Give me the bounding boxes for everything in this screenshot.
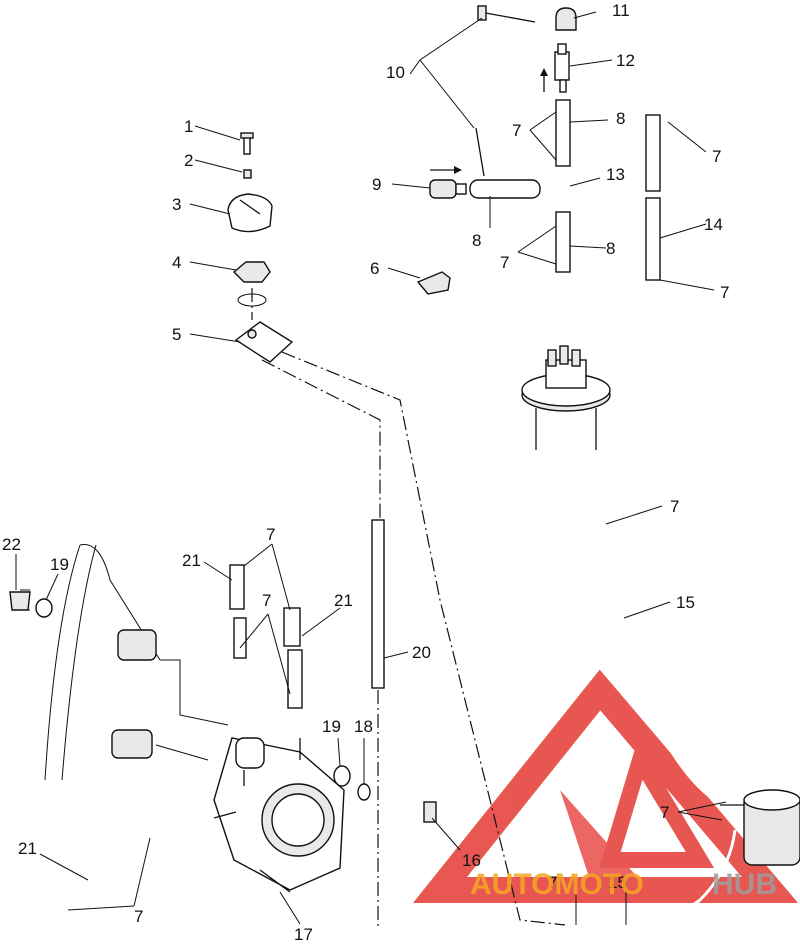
callout-14: 14: [704, 215, 723, 234]
watermark-text: AUTOMOTO HUB: [470, 868, 777, 901]
callout-1: 1: [184, 117, 193, 136]
callout-8-lower: 8: [606, 239, 615, 258]
callout-7-filter: 7: [660, 803, 669, 822]
callout-7-upper-tube: 7: [512, 121, 521, 140]
callout-7-fitting-mid: 7: [262, 591, 271, 610]
callout-7-right-bottom: 7: [720, 283, 729, 302]
callout-7-hose-top: 7: [670, 497, 679, 516]
watermark-text-gray: HUB: [712, 868, 777, 901]
vent-assembly: [416, 5, 661, 295]
callout-10: 10: [386, 63, 405, 82]
callout-22: 22: [2, 535, 21, 554]
callout-7-right-top: 7: [712, 147, 721, 166]
callout-5: 5: [172, 325, 181, 344]
callout-16: 16: [462, 851, 481, 870]
watermark-triangle-outer: [412, 669, 799, 903]
callout-7-left-hose: 7: [134, 907, 143, 926]
callout-17: 17: [294, 925, 313, 944]
body-panel: [9, 543, 229, 781]
callout-8-upper: 8: [616, 109, 625, 128]
valve-stack: [227, 132, 294, 363]
callout-19-pump: 19: [322, 717, 341, 736]
callout-7-lower-tube: 7: [500, 253, 509, 272]
callout-6: 6: [370, 259, 379, 278]
fuel-sender: [521, 345, 611, 450]
callout-15-lower: 15: [608, 873, 627, 892]
fuel-pump: [60, 564, 437, 915]
callout-20: 20: [412, 643, 431, 662]
leader-lines: [15, 11, 727, 925]
callout-7-fitting-top: 7: [266, 525, 275, 544]
callout-21-left: 21: [18, 839, 37, 858]
callout-9: 9: [372, 175, 381, 194]
callout-21-right: 21: [334, 591, 353, 610]
callout-3: 3: [172, 195, 181, 214]
fuel-lines: [261, 351, 800, 933]
callout-8-horizontal: 8: [472, 231, 481, 250]
callout-18: 18: [354, 717, 373, 736]
watermark-logo: [412, 669, 799, 903]
callout-7-bottom: 7: [548, 873, 557, 892]
watermark-text-orange: AUTOMOTO: [470, 868, 644, 901]
callout-4: 4: [172, 253, 181, 272]
callouts: 1 2 3 4 5 6 7 7 7 7 7 7 7 7 7 7 8 8 8 9 …: [2, 1, 729, 944]
callout-12: 12: [616, 51, 635, 70]
callout-21-top: 21: [182, 551, 201, 570]
callout-13: 13: [606, 165, 625, 184]
watermark-triangle-mid: [599, 740, 715, 868]
callout-2: 2: [184, 151, 193, 170]
callout-19-left: 19: [50, 555, 69, 574]
callout-15-upper: 15: [676, 593, 695, 612]
callout-11: 11: [612, 1, 630, 20]
